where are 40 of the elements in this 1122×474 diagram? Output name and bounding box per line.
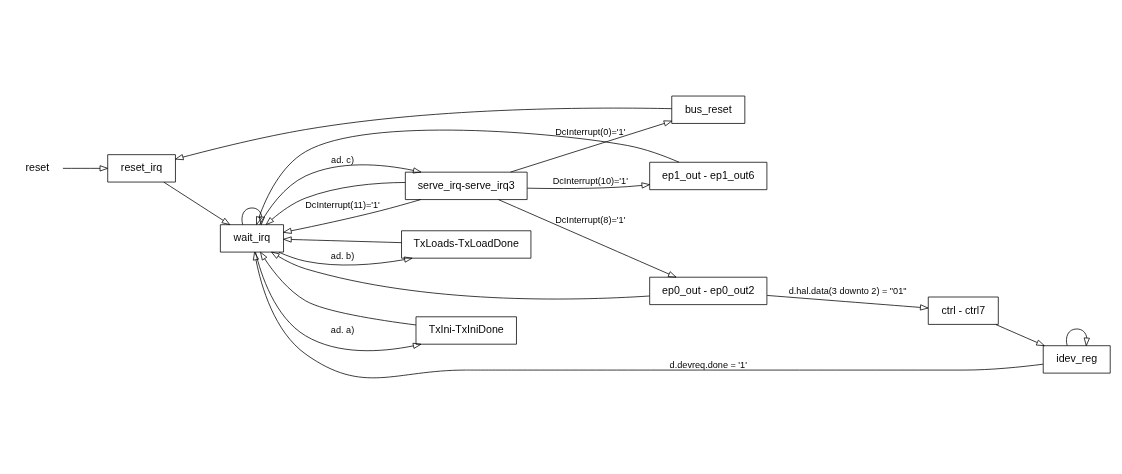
arrow: [995, 324, 1045, 346]
node-box: ep0_out - ep0_out2: [649, 276, 768, 305]
node-box: ctrl - ctrl7: [927, 296, 999, 325]
arrow: [256, 129, 680, 225]
arrow: [766, 295, 929, 311]
node-box: TxLoads-TxLoadDone: [401, 230, 532, 259]
edge-label: DcInterrupt(8)='1': [555, 214, 626, 225]
arrow: [255, 251, 422, 352]
node-box: bus_reset: [671, 95, 746, 124]
arrow: [163, 181, 231, 225]
node-box: serve_irq-serve_irq3: [404, 171, 528, 200]
edge-label: ad. b): [330, 250, 355, 261]
edge-label: ad. c): [331, 154, 354, 165]
edge-label: DcInterrupt(10)='1': [552, 176, 628, 187]
node-box: ep1_out - ep1_out6: [649, 161, 768, 191]
arrow: [175, 107, 673, 161]
arrow: [526, 182, 650, 189]
arrow: [510, 120, 673, 173]
arrow: [252, 251, 1044, 379]
arrow: [278, 251, 413, 266]
arrow: [260, 251, 417, 326]
edge-label: DcInterrupt(0)='1': [555, 126, 626, 137]
edge-label: DcInterrupt(11)='1': [305, 200, 380, 211]
edge-label: d.devreq.done = '1': [669, 359, 747, 370]
edge-label: d.hal.data(3 downto 2) = "01": [788, 286, 907, 297]
arrow: [283, 236, 402, 243]
arrow: [498, 199, 677, 278]
arrow: [1066, 328, 1090, 346]
arrow: [265, 182, 406, 225]
node-box: reset_irq: [107, 154, 176, 183]
node-box: idev_reg: [1042, 345, 1111, 374]
arrow: [271, 251, 650, 300]
node-box: TxIni-TxIniDone: [415, 316, 517, 345]
arrow: [283, 199, 422, 234]
arrow: [62, 165, 108, 172]
edge-label: ad. a): [330, 325, 355, 336]
node-text: reset: [25, 161, 50, 174]
node-box: wait_irq: [220, 224, 284, 253]
arrow: [241, 207, 265, 225]
arrow: [259, 164, 422, 225]
